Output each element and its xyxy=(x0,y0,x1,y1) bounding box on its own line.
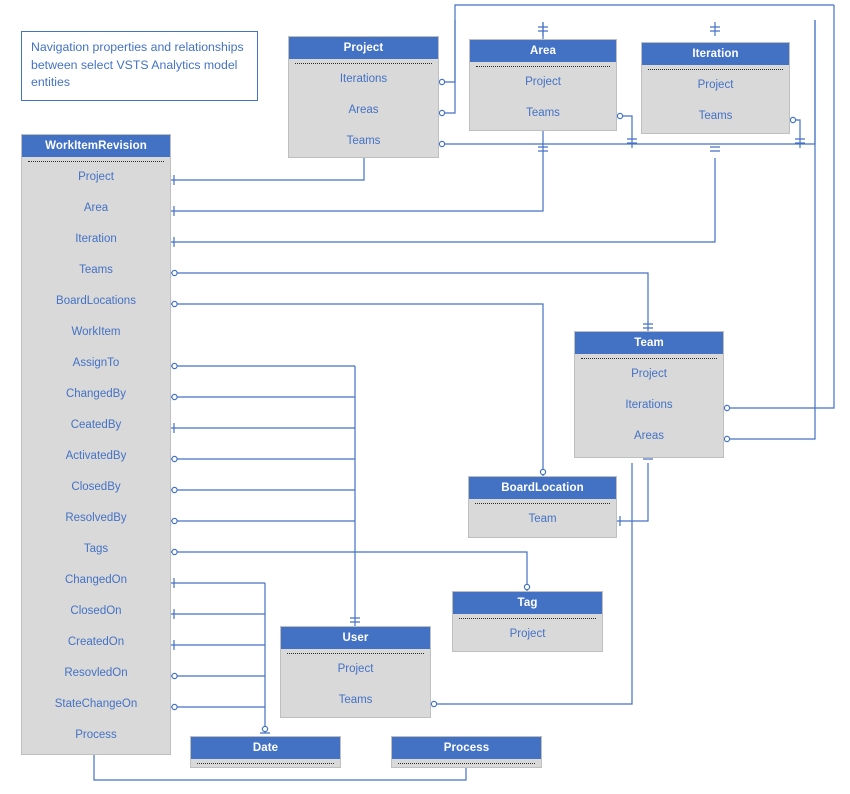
entity-header-project: Project xyxy=(289,37,438,59)
field-closedon[interactable]: ClosedOn xyxy=(70,605,122,617)
field-activatedby[interactable]: ActivatedBy xyxy=(65,450,127,462)
field-workitem[interactable]: WorkItem xyxy=(71,326,121,338)
field-iterations[interactable]: Iterations xyxy=(625,399,673,411)
field-teams[interactable]: Teams xyxy=(338,694,373,706)
field-changedon[interactable]: ChangedOn xyxy=(64,574,128,586)
entity-separator xyxy=(581,358,717,359)
entity-area[interactable]: Area Project Teams xyxy=(469,39,617,131)
entity-project[interactable]: Project Iterations Areas Teams xyxy=(288,36,439,158)
field-teams[interactable]: Teams xyxy=(526,107,560,119)
entity-separator xyxy=(398,763,535,764)
field-resolvedby[interactable]: ResolvedBy xyxy=(65,512,127,524)
field-areas[interactable]: Areas xyxy=(348,104,379,116)
entity-separator xyxy=(476,66,610,67)
entity-boardlocation[interactable]: BoardLocation Team xyxy=(468,476,617,538)
field-teams[interactable]: Teams xyxy=(698,110,733,122)
entity-separator xyxy=(295,63,432,64)
entity-tag[interactable]: Tag Project xyxy=(452,591,603,652)
field-boardlocations[interactable]: BoardLocations xyxy=(56,295,136,307)
field-ceatedby[interactable]: CeatedBy xyxy=(70,419,122,431)
field-project[interactable]: Project xyxy=(509,628,546,640)
entity-fields-team: Project Iterations Areas xyxy=(575,359,723,452)
field-project[interactable]: Project xyxy=(525,76,561,88)
entity-fields-boardlocation: Team xyxy=(469,504,616,535)
entity-separator xyxy=(648,69,783,70)
entity-header-area: Area xyxy=(470,40,616,62)
caption-note: Navigation properties and relationships … xyxy=(21,31,258,101)
field-areas[interactable]: Areas xyxy=(633,430,665,442)
field-createdon[interactable]: CreatedOn xyxy=(67,636,125,648)
entity-header-workitemrevision: WorkItemRevision xyxy=(22,135,170,157)
entity-separator xyxy=(28,161,164,162)
entity-header-date: Date xyxy=(191,737,340,759)
entity-separator xyxy=(475,503,610,504)
field-teams[interactable]: Teams xyxy=(346,135,381,147)
entity-header-process: Process xyxy=(392,737,541,759)
entity-header-user: User xyxy=(281,627,430,649)
field-iterations[interactable]: Iterations xyxy=(339,73,388,85)
entity-separator xyxy=(459,618,596,619)
field-project[interactable]: Project xyxy=(631,368,667,380)
entity-process[interactable]: Process xyxy=(391,736,542,768)
entity-fields-iteration: Project Teams xyxy=(642,70,789,132)
entity-header-iteration: Iteration xyxy=(642,43,789,65)
entity-iteration[interactable]: Iteration Project Teams xyxy=(641,42,790,134)
entity-header-boardlocation: BoardLocation xyxy=(469,477,616,499)
field-project[interactable]: Project xyxy=(78,171,114,183)
field-process[interactable]: Process xyxy=(75,729,117,741)
entity-separator xyxy=(197,763,334,764)
entity-header-team: Team xyxy=(575,332,723,354)
entity-team[interactable]: Team Project Iterations Areas xyxy=(574,331,724,458)
entity-user[interactable]: User Project Teams xyxy=(280,626,431,718)
entity-fields-tag: Project xyxy=(453,619,602,650)
field-resovledon[interactable]: ResovledOn xyxy=(64,667,128,679)
entity-header-tag: Tag xyxy=(453,592,602,614)
field-teams[interactable]: Teams xyxy=(79,264,113,276)
entity-date[interactable]: Date xyxy=(190,736,341,768)
entity-separator xyxy=(287,653,424,654)
field-closedby[interactable]: ClosedBy xyxy=(71,481,121,493)
entity-workitemrevision[interactable]: WorkItemRevision Project Area Iteration … xyxy=(21,134,171,755)
entity-fields-project: Iterations Areas Teams xyxy=(289,64,438,157)
field-area[interactable]: Area xyxy=(83,202,109,214)
entity-fields-area: Project Teams xyxy=(470,67,616,129)
field-statechangeon[interactable]: StateChangeOn xyxy=(54,698,138,710)
field-project[interactable]: Project xyxy=(697,79,734,91)
entity-fields-workitemrevision: Project Area Iteration Teams BoardLocati… xyxy=(22,162,170,751)
entity-fields-user: Project Teams xyxy=(281,654,430,716)
field-team[interactable]: Team xyxy=(528,513,557,525)
field-assignto[interactable]: AssignTo xyxy=(72,357,120,369)
field-iteration[interactable]: Iteration xyxy=(75,233,117,245)
field-tags[interactable]: Tags xyxy=(83,543,109,555)
field-changedby[interactable]: ChangedBy xyxy=(65,388,127,400)
field-project[interactable]: Project xyxy=(337,663,374,675)
